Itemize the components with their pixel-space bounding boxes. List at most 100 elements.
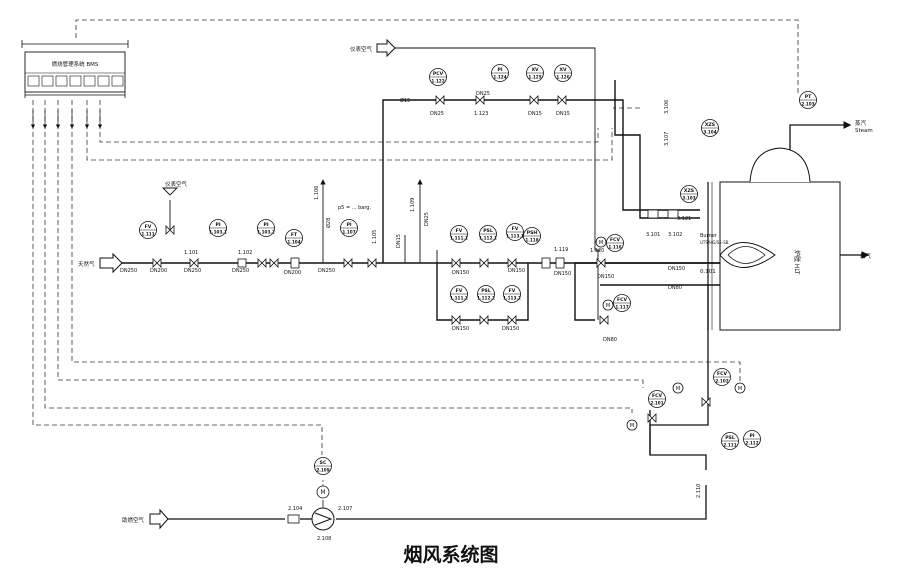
instrument-number: 1.107 — [342, 230, 355, 235]
svg-text:DN250: DN250 — [232, 268, 249, 274]
combustion-fan: M — [287, 479, 335, 531]
svg-text:1.101: 1.101 — [184, 250, 198, 256]
svg-text:DN15: DN15 — [528, 111, 542, 117]
instrument-function: PT — [805, 94, 812, 100]
instrument-number: 1.116 — [608, 245, 621, 250]
svg-text:DN200: DN200 — [150, 268, 167, 274]
svg-text:1.120: 1.120 — [590, 248, 604, 254]
instrument-pi1103_1: PI 1.103.1 — [209, 219, 227, 237]
svg-text:2.107: 2.107 — [338, 506, 352, 512]
svg-text:1.123: 1.123 — [474, 111, 488, 117]
instrument-function: FV — [456, 228, 463, 234]
instrument-number: 1.111.2 — [450, 296, 468, 301]
svg-text:3.106: 3.106 — [664, 100, 670, 114]
instrument-fv1111: FV1.111 — [139, 221, 157, 239]
instrument-function: PCV — [433, 71, 444, 77]
instrument-number: 1.124 — [493, 75, 506, 80]
instrument-function: PSL — [725, 435, 735, 441]
svg-text:DN150: DN150 — [554, 271, 571, 277]
instrument-xv1125: XV1.125 — [526, 64, 544, 82]
instrument-pi1107: PI 1.107 — [340, 219, 358, 237]
gas-inlet-label: 天然气 — [78, 260, 95, 268]
instrument-function: PSH — [527, 230, 538, 236]
svg-text:DN25: DN25 — [430, 111, 444, 117]
svg-text:DN80: DN80 — [668, 285, 682, 291]
instrument-function: XZS — [705, 122, 715, 128]
instrument-function: PI — [497, 67, 502, 73]
instrument-function: PSL — [483, 228, 493, 234]
air-inlet-arrow — [149, 508, 169, 530]
svg-text:DN80: DN80 — [603, 337, 617, 343]
burner-label: Burner — [700, 233, 718, 239]
svg-text:DN150: DN150 — [452, 326, 469, 332]
instrument-air-label: 仪表空气 — [165, 180, 188, 188]
instrument-number: 1.113.2 — [503, 296, 521, 301]
svg-text:DN25: DN25 — [476, 91, 490, 97]
combustion-air-label: 助燃空气 — [122, 516, 145, 524]
svg-text:2.108: 2.108 — [317, 536, 331, 542]
svg-text:DN250: DN250 — [318, 268, 335, 274]
svg-text:3.121: 3.121 — [677, 216, 691, 222]
instrument-number: 1.126 — [556, 75, 569, 80]
svg-text:DN25: DN25 — [424, 212, 430, 226]
svg-text:M: M — [599, 240, 603, 246]
instrument-function: PI — [346, 222, 351, 228]
svg-text:Ø15: Ø15 — [400, 97, 410, 104]
inlet-arrows — [99, 38, 396, 530]
instrument-number: 1.112.2 — [477, 296, 495, 301]
instrument-function: SC — [320, 460, 327, 466]
instrument-function: PI — [215, 222, 220, 228]
svg-text:DN150: DN150 — [502, 326, 519, 332]
instrument-function: FV — [512, 226, 519, 232]
diagram-caption: 烟风系统图 — [403, 544, 499, 566]
instrument-number: 1.103.1 — [209, 230, 227, 235]
svg-text:M: M — [738, 386, 742, 392]
motor-labels: M M M M M — [599, 240, 742, 429]
instrument-number: 2.102 — [715, 379, 728, 384]
svg-text:1.109: 1.109 — [410, 198, 416, 212]
svg-text:DN15: DN15 — [556, 111, 570, 117]
instrument-number: 2.103 — [801, 102, 814, 107]
motors — [595, 236, 746, 431]
instrument-number: 2.111 — [723, 443, 736, 448]
instrument-pi1124: PI 1.124 — [491, 64, 509, 82]
instrument-pt2103: PT 2.103 — [799, 91, 817, 109]
stream-labels: 天然气 助燃空气 仪表空气 仪表空气 烟气 蒸汽 Steam — [78, 45, 873, 524]
svg-text:DN150: DN150 — [668, 266, 685, 272]
steam-label: 蒸汽 — [855, 119, 867, 127]
burner-sub: UTS/HG/SE-SB — [700, 240, 729, 245]
svg-text:M: M — [606, 303, 610, 309]
svg-text:M: M — [320, 489, 325, 496]
instrument-xv1126: XV1.126 — [554, 64, 572, 82]
svg-text:DN250: DN250 — [184, 268, 201, 274]
svg-text:3.107: 3.107 — [664, 132, 670, 146]
instrument-number: 2.112 — [745, 441, 758, 446]
instrument-function: PI — [749, 433, 754, 439]
instrument-pi2112: PI 2.112 — [743, 430, 761, 448]
svg-text:1.102: 1.102 — [238, 250, 252, 256]
instrument-number: 1.104 — [287, 240, 300, 245]
svg-text:1.106: 1.106 — [314, 186, 320, 200]
instrument-function: FV — [145, 224, 152, 230]
instrument-bubbles: FV1.111PI1.103.1PI1.103.2FT1.104PI1.107P… — [139, 64, 817, 475]
steam-en-label: Steam — [855, 128, 873, 134]
instrument-function: PI — [263, 222, 268, 228]
furnace: Burner UTS/HG/SE-SB 0.101 炉膛 HLT — [700, 147, 841, 331]
instrument-fv1113_1: FV1.113.1 — [506, 223, 524, 241]
svg-text:DN150: DN150 — [597, 274, 614, 280]
bms-panel: 燃烧管理系统 BMS — [21, 40, 129, 129]
valves — [152, 95, 711, 423]
exhaust-label: 烟气 — [860, 252, 872, 260]
svg-text:3.102: 3.102 — [668, 232, 682, 238]
instrument-sc2109: SC2.109 — [314, 457, 332, 475]
instrument-fv1111_2: FV1.111.2 — [450, 285, 468, 303]
instrument-psl2111: PSL 2.111 — [721, 432, 739, 450]
